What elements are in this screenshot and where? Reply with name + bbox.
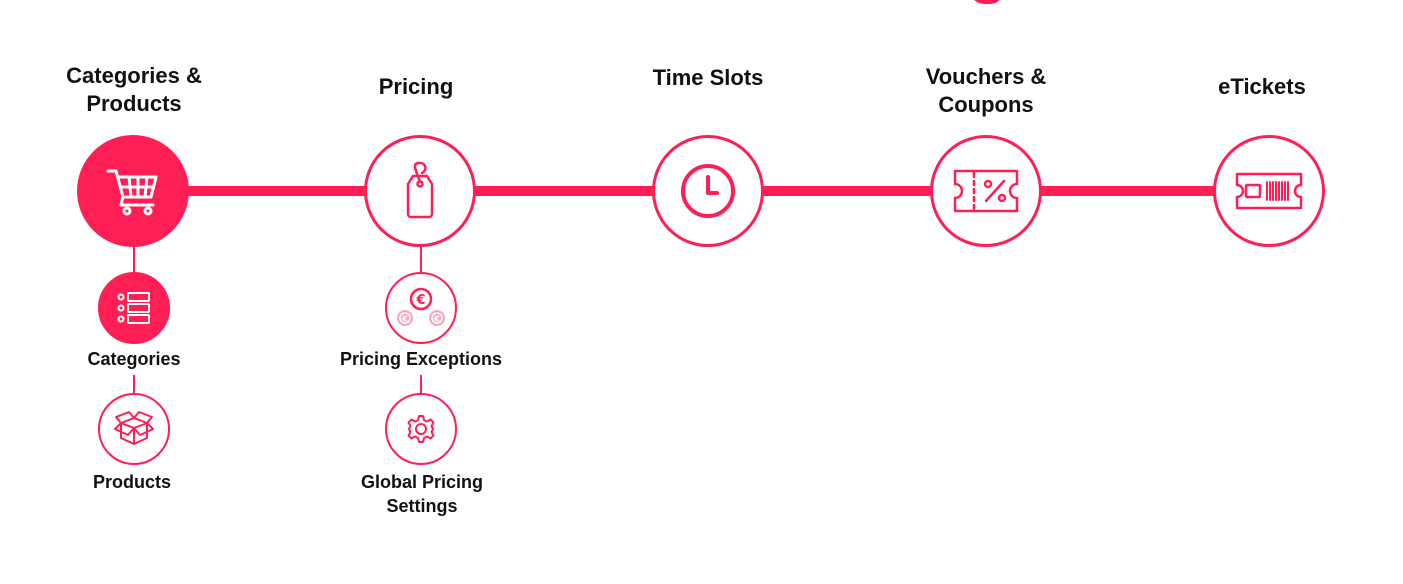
step-node-categories-products[interactable]	[77, 135, 189, 247]
substep-label-global-pricing-settings: Global Pricing Settings	[360, 472, 484, 516]
voucher-percent-icon	[953, 169, 1019, 213]
clock-icon	[681, 164, 735, 218]
step-node-vouchers-coupons[interactable]	[930, 135, 1042, 247]
connector-v-products	[133, 375, 135, 393]
step-node-time-slots[interactable]	[652, 135, 764, 247]
step-node-pricing[interactable]	[364, 135, 476, 247]
step-title-etickets: eTickets	[1218, 74, 1306, 99]
connector-pricing-timeslots	[474, 186, 654, 196]
step-title-vouchers-coupons: Vouchers & Coupons	[925, 64, 1047, 117]
connector-v-global-pricing	[420, 375, 422, 393]
substep-label-categories: Categories	[87, 349, 181, 369]
substep-node-products[interactable]	[98, 393, 170, 465]
gear-icon	[407, 415, 435, 443]
price-tag-icon	[406, 161, 434, 219]
shopping-cart-icon	[106, 169, 158, 216]
svg-text:€: €	[401, 315, 408, 324]
category-list-icon	[117, 292, 150, 324]
svg-text:€: €	[433, 315, 440, 324]
step-title-time-slots: Time Slots	[652, 65, 764, 90]
substep-label-pricing-exceptions: Pricing Exceptions	[339, 349, 503, 369]
step-title-pricing: Pricing	[378, 74, 454, 99]
substep-node-global-pricing-settings[interactable]	[385, 393, 457, 465]
connector-vouchers-etickets	[1040, 186, 1216, 196]
substep-label-products: Products	[92, 472, 171, 492]
substep-node-pricing-exceptions[interactable]: € € €	[385, 272, 457, 344]
svg-text:€: €	[415, 293, 425, 308]
decorative-arc	[970, 0, 1004, 4]
box-icon	[114, 411, 154, 445]
substep-node-categories[interactable]	[98, 272, 170, 344]
connector-v-categories	[133, 246, 135, 274]
connector-categories-pricing	[188, 186, 366, 196]
connector-timeslots-vouchers	[763, 186, 933, 196]
step-node-etickets[interactable]	[1213, 135, 1325, 247]
step-title-categories-products: Categories & Products	[66, 63, 202, 116]
eticket-icon	[1235, 172, 1303, 210]
euro-coins-icon: € € €	[397, 287, 445, 326]
connector-v-pricing-exceptions	[420, 246, 422, 274]
